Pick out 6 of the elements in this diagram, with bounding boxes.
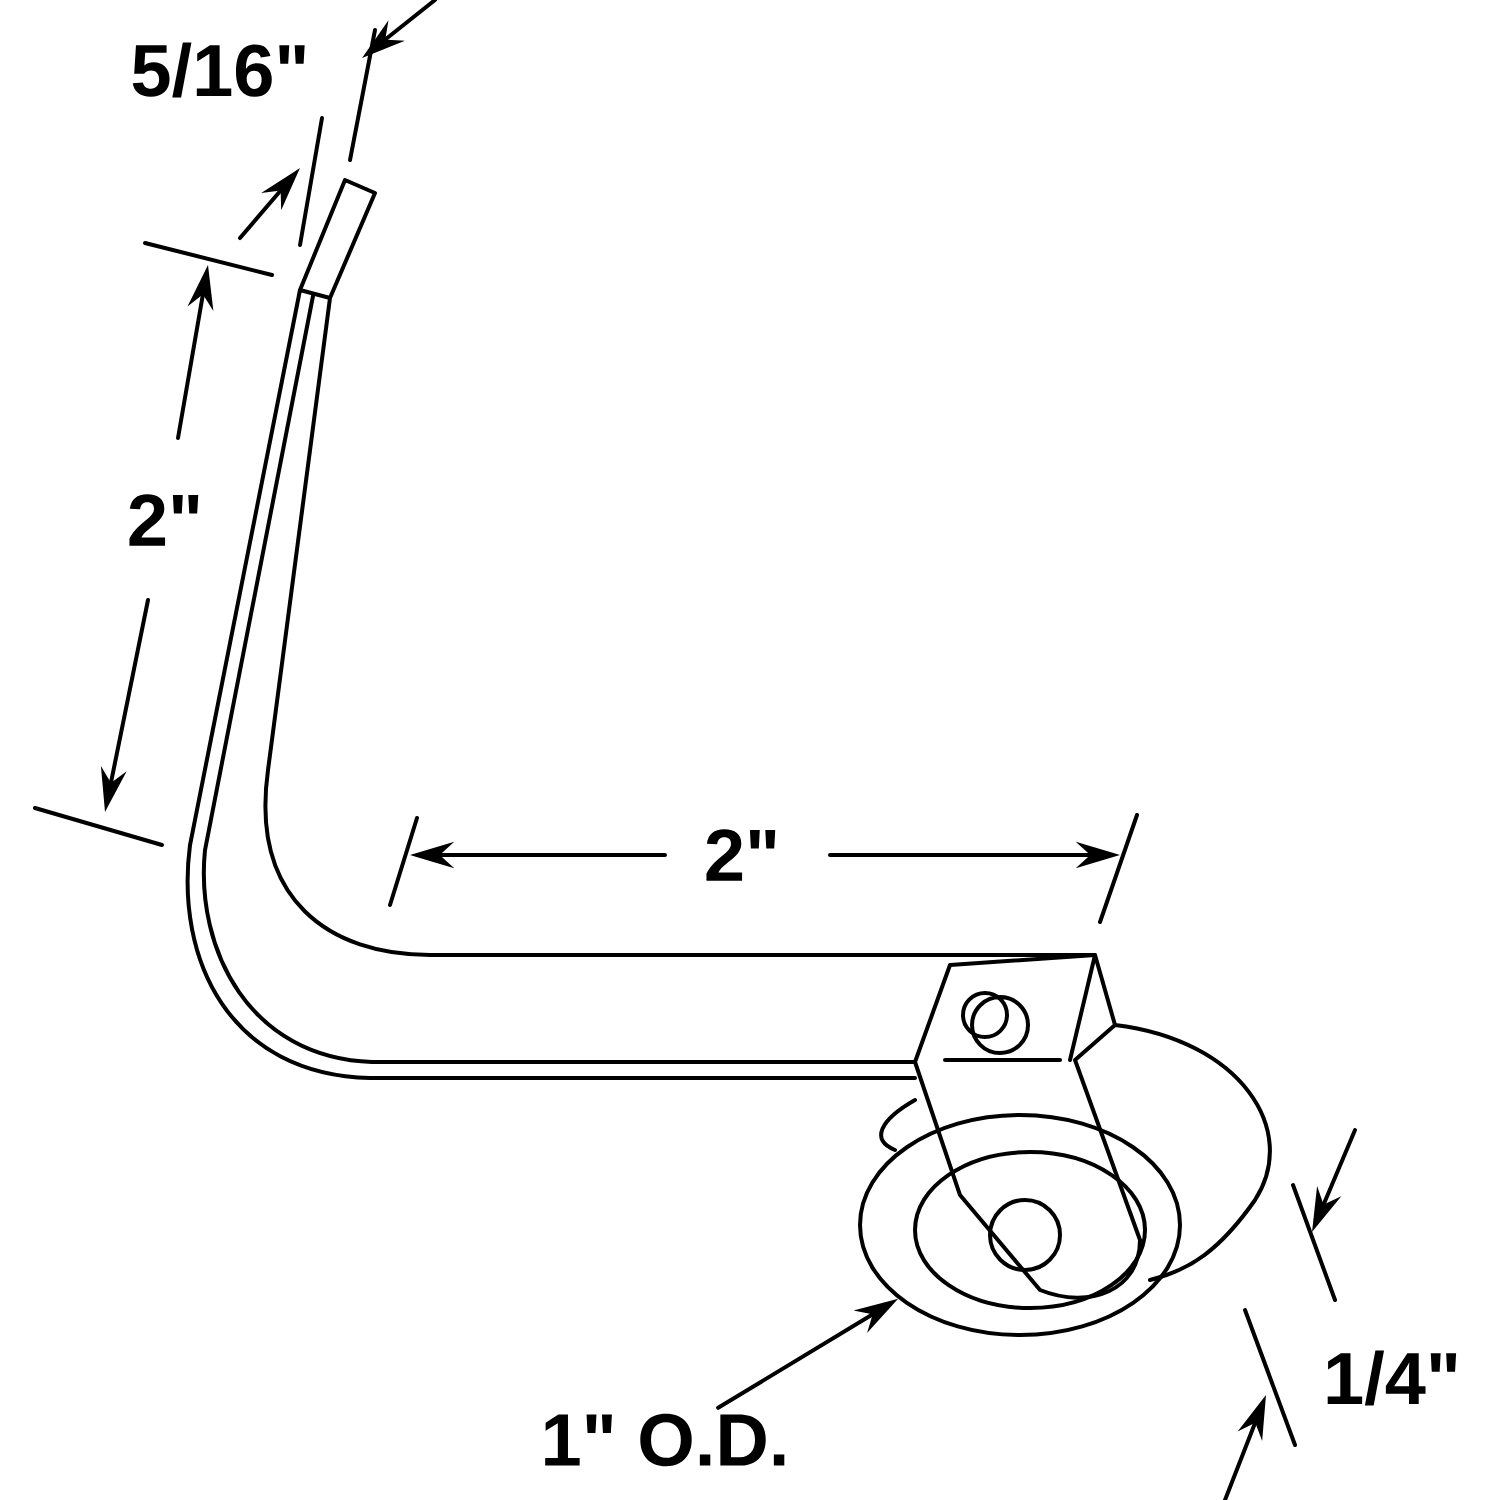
wheel-drawing bbox=[858, 1113, 1182, 1337]
dimension-label: 1/4" bbox=[1327, 1350, 1457, 1406]
dimension-label: 2" bbox=[706, 829, 776, 881]
dimension-label: 2" bbox=[129, 494, 199, 546]
dimension-label: 5/16" bbox=[132, 42, 305, 98]
dimension-label: 1" O.D. bbox=[545, 1413, 785, 1467]
